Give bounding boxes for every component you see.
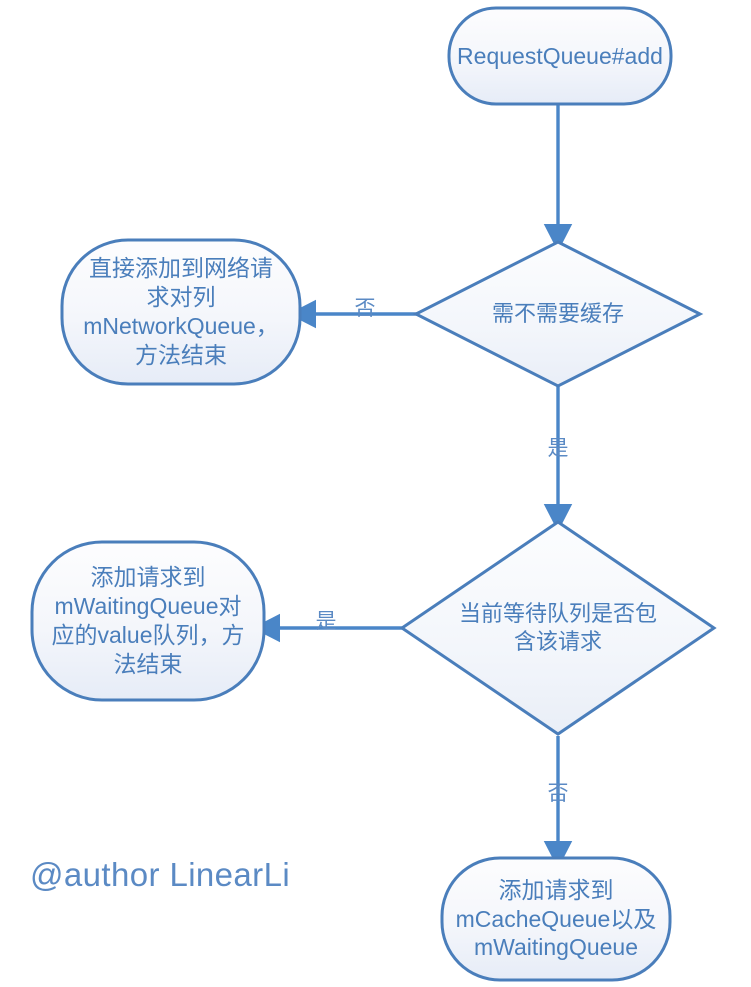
node-add-network-queue[interactable] (60, 238, 302, 386)
node-start[interactable] (447, 6, 673, 106)
node-add-cache-and-waiting[interactable] (440, 856, 672, 982)
node-decision-cache[interactable] (412, 240, 704, 388)
node-decision-waiting[interactable] (399, 520, 717, 736)
node-add-waiting-value[interactable] (30, 540, 266, 702)
